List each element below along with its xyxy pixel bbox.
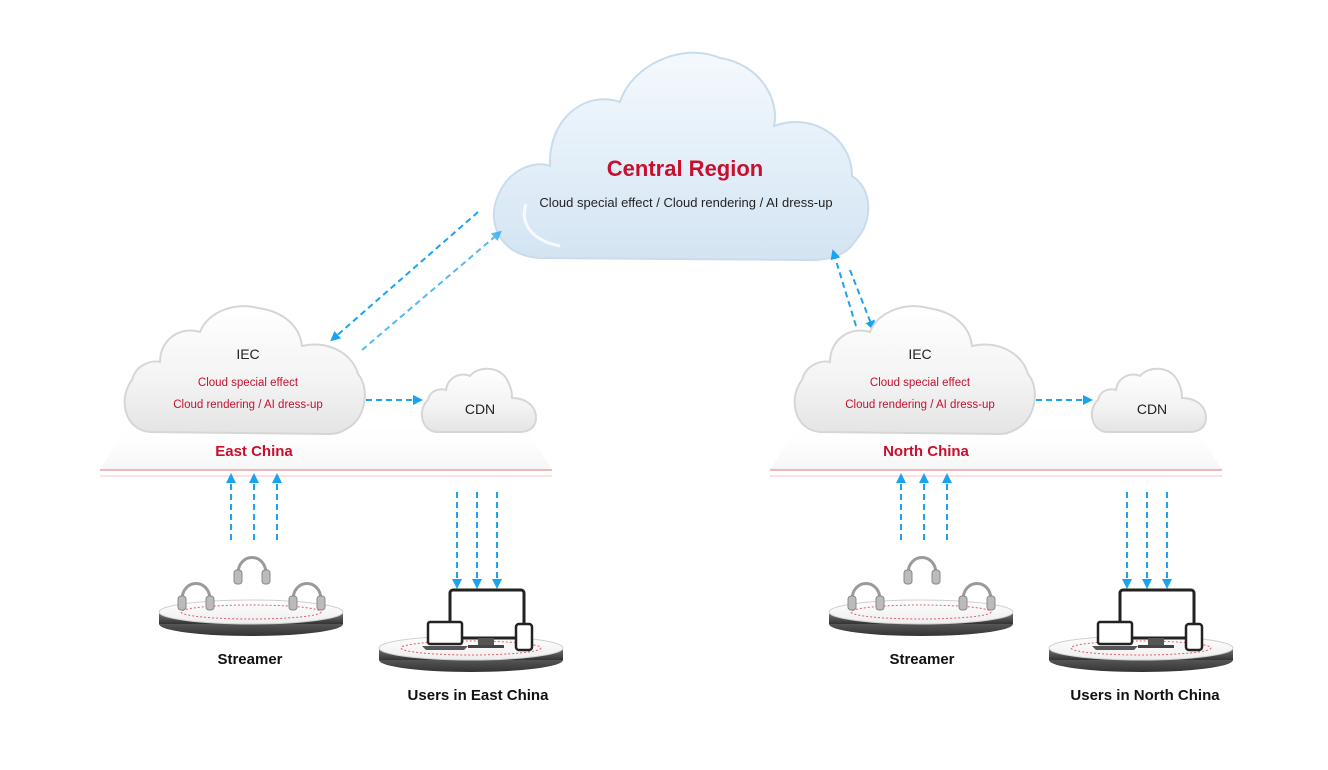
central-region-cloud: Central Region Cloud special effect / Cl… bbox=[492, 51, 870, 262]
monitor-icon bbox=[1118, 588, 1196, 648]
phone-icon bbox=[514, 622, 534, 652]
central-region-title: Central Region bbox=[607, 156, 763, 181]
headset-icon bbox=[288, 582, 326, 611]
headset-icon bbox=[177, 582, 215, 611]
platform-icon bbox=[158, 599, 344, 636]
cloud-icon bbox=[123, 305, 366, 436]
cloud-icon bbox=[492, 51, 870, 262]
headset-icon bbox=[847, 582, 885, 611]
iec-feature-1: Cloud special effect bbox=[198, 377, 299, 389]
region-name: North China bbox=[883, 443, 969, 460]
platform-icon bbox=[378, 635, 564, 672]
central-region-subtitle: Cloud special effect / Cloud rendering /… bbox=[539, 195, 832, 210]
cloud-icon bbox=[1090, 367, 1208, 433]
platform-icon bbox=[1048, 635, 1234, 672]
iec-feature-2: Cloud rendering / AI dress-up bbox=[173, 399, 323, 411]
iec-label: IEC bbox=[908, 346, 931, 362]
cdn-label: CDN bbox=[465, 401, 495, 417]
cdn-cloud: CDN bbox=[1090, 367, 1208, 433]
iec-label: IEC bbox=[236, 346, 259, 362]
iec-cloud: IEC Cloud special effect Cloud rendering… bbox=[123, 305, 366, 436]
headset-icon bbox=[903, 556, 941, 585]
streamer-label: Streamer bbox=[217, 651, 282, 668]
region-east-china: IEC Cloud special effect Cloud rendering… bbox=[100, 305, 564, 704]
streamer-label: Streamer bbox=[889, 651, 954, 668]
streamer-platform bbox=[828, 556, 1014, 636]
laptop-icon bbox=[1092, 620, 1138, 650]
users-platform bbox=[1048, 588, 1234, 672]
streamer-upstream-arrows bbox=[896, 473, 952, 540]
cdn-downstream-arrows bbox=[1122, 492, 1172, 589]
central-north-link bbox=[830, 249, 875, 331]
cdn-cloud: CDN bbox=[420, 367, 538, 433]
iec-feature-1: Cloud special effect bbox=[870, 377, 971, 389]
headset-icon bbox=[233, 556, 271, 585]
cloud-icon bbox=[793, 305, 1036, 436]
streamer-upstream-arrows bbox=[226, 473, 282, 540]
cdn-label: CDN bbox=[1137, 401, 1167, 417]
cloud-icon bbox=[420, 367, 538, 433]
users-label: Users in North China bbox=[1070, 687, 1220, 704]
laptop-icon bbox=[422, 620, 468, 650]
platform-icon bbox=[828, 599, 1014, 636]
iec-cloud: IEC Cloud special effect Cloud rendering… bbox=[793, 305, 1036, 436]
region-name: East China bbox=[215, 443, 293, 460]
phone-icon bbox=[1184, 622, 1204, 652]
users-label: Users in East China bbox=[408, 687, 550, 704]
streamer-platform bbox=[158, 556, 344, 636]
headset-icon bbox=[958, 582, 996, 611]
cdn-downstream-arrows bbox=[452, 492, 502, 589]
monitor-icon bbox=[448, 588, 526, 648]
iec-feature-2: Cloud rendering / AI dress-up bbox=[845, 399, 995, 411]
central-east-link bbox=[330, 211, 502, 351]
region-north-china: IEC Cloud special effect Cloud rendering… bbox=[770, 305, 1234, 704]
users-platform bbox=[378, 588, 564, 672]
